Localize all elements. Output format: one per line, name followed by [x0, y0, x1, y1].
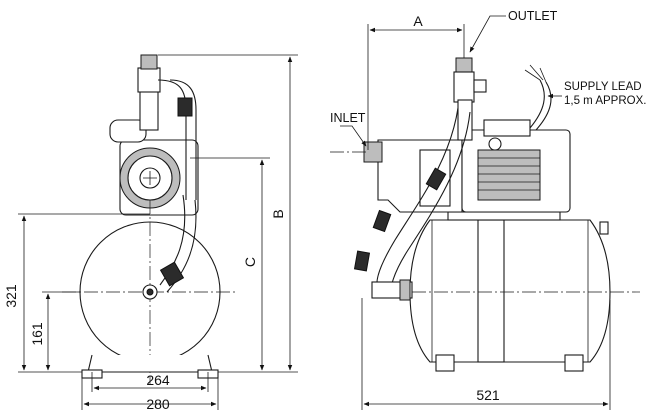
- side-foot-right: [564, 354, 584, 372]
- tank-valve-core: [146, 288, 154, 296]
- side-foot-left: [435, 354, 455, 372]
- hose-clip-lower: [159, 261, 185, 287]
- dim-521-text: 521: [476, 387, 500, 403]
- dim-264-text: 264: [146, 372, 170, 388]
- supply-lead-label-1: SUPPLY LEAD: [564, 81, 642, 93]
- dim-161-text: 161: [29, 322, 45, 346]
- terminal-box: [483, 119, 531, 137]
- side-view: [353, 57, 640, 372]
- side-gauge: [473, 79, 487, 93]
- tank-strap: [477, 219, 505, 363]
- dim-A-text: A: [413, 13, 423, 29]
- side-hose-clip-3: [353, 250, 371, 272]
- outlet-leader: [469, 15, 506, 53]
- side-annotations: A OUTLET INLET SUPPLY LEAD 1,5 m APPROX.…: [330, 9, 646, 410]
- hose-clip-front: [177, 97, 193, 117]
- cable-gland: [488, 137, 502, 151]
- logo-mark: [143, 171, 157, 185]
- tank-connector-nut: [399, 279, 411, 301]
- dim-321-text: 321: [3, 284, 19, 308]
- motor-fins: [477, 149, 541, 201]
- dim-280-text: 280: [146, 396, 170, 412]
- supply-lead-wires: [524, 64, 547, 83]
- hose-front-outer: [169, 79, 197, 200]
- motor-fin-lines: [478, 157, 540, 191]
- outlet-label: OUTLET: [508, 9, 558, 23]
- inlet-leader: [340, 125, 367, 147]
- side-riser: [457, 99, 473, 141]
- flex-hose-front-outer: [166, 199, 197, 293]
- supply-lead-label-2: 1,5 m APPROX.: [564, 95, 646, 107]
- side-hose-clip-2: [372, 209, 392, 233]
- pressure-switch: [109, 119, 147, 143]
- dim-C-text: C: [242, 257, 258, 267]
- vertical-fitting: [139, 89, 159, 131]
- tank-plug: [599, 221, 609, 235]
- flex-hose-side: [376, 107, 459, 293]
- flex-hose-front: [159, 194, 186, 286]
- side-hose-clip-1: [425, 167, 447, 191]
- front-dimensions: 321 161 264 280 C B: [3, 54, 298, 412]
- side-outlet-body: [453, 71, 475, 103]
- supply-lead-cable-2: [535, 81, 552, 131]
- outlet-fitting: [137, 67, 161, 93]
- outlet-thread: [140, 54, 158, 70]
- tank-base-front: [87, 354, 213, 373]
- inlet-thread: [363, 141, 383, 163]
- mounting-plate: [447, 211, 561, 221]
- supply-lead-cable: [529, 79, 545, 129]
- front-view: [62, 54, 238, 385]
- inlet-label: INLET: [330, 111, 366, 125]
- dim-B-text: B: [270, 209, 286, 218]
- tank-side: [409, 219, 611, 363]
